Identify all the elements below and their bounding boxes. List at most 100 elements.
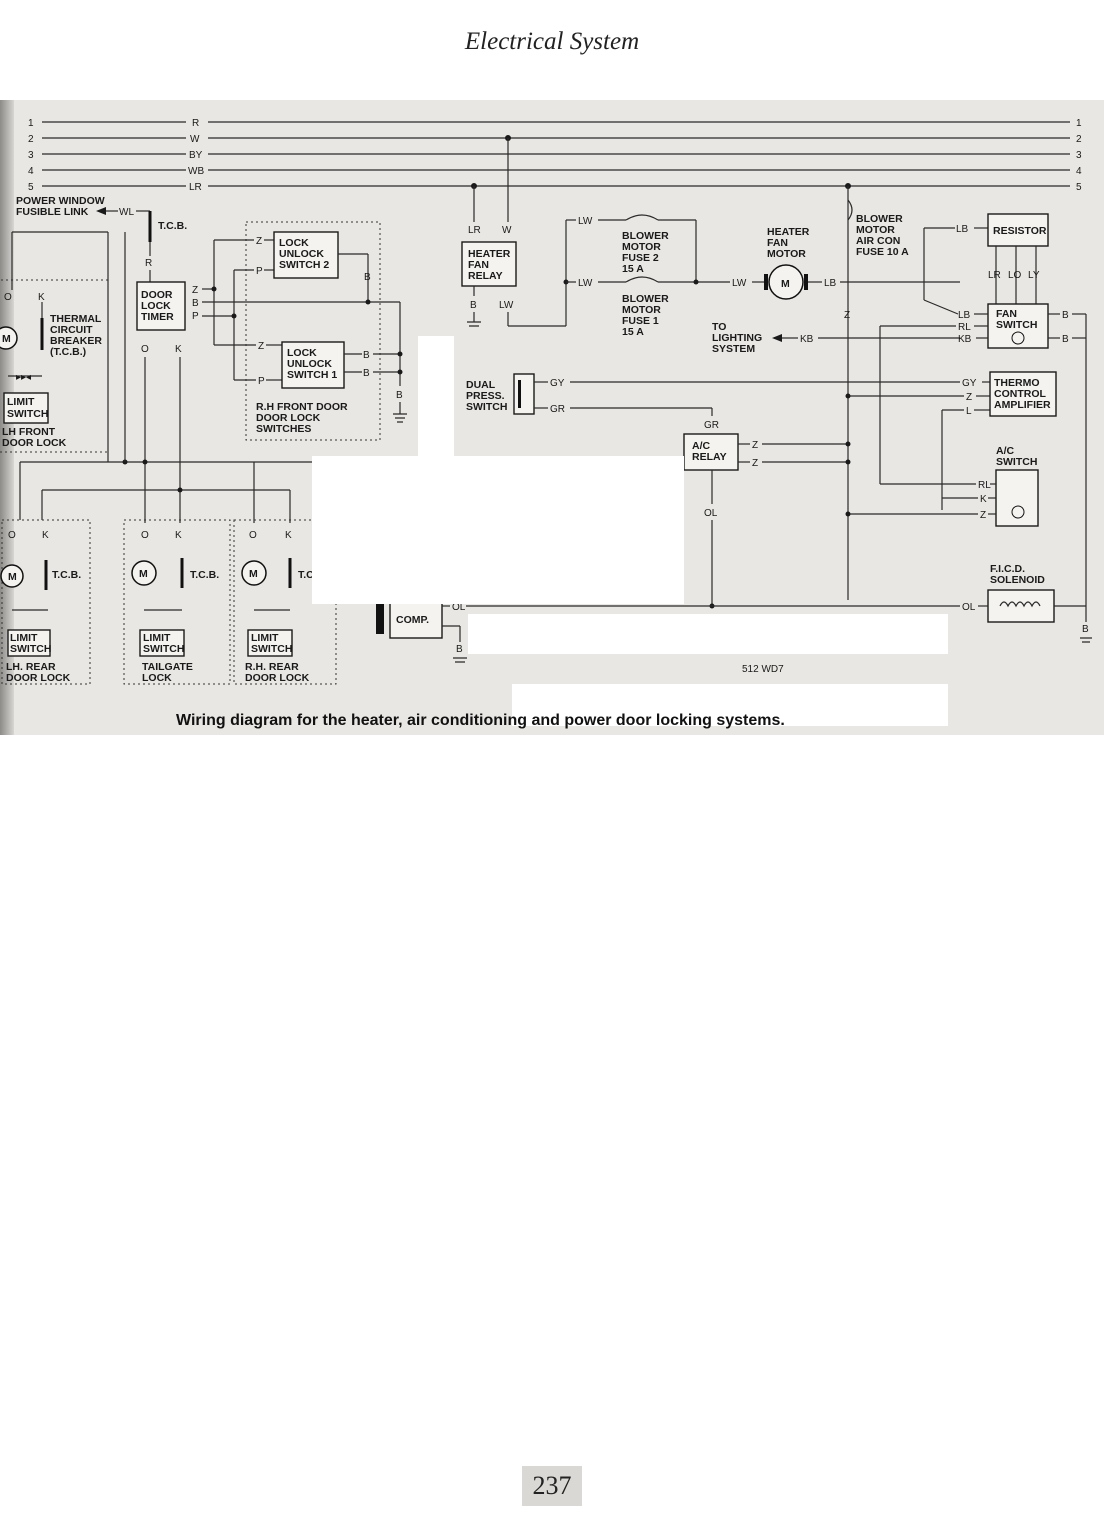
aircon-group: BLOWER MOTOR AIR CON FUSE 10 A Z LB RESI… bbox=[844, 186, 1092, 643]
wire-code-o: O bbox=[141, 344, 149, 355]
scan-mask bbox=[468, 614, 948, 654]
dual-pressure-switch bbox=[513, 373, 535, 415]
bus-code-1: R bbox=[192, 118, 199, 129]
wire-code-b: B bbox=[396, 390, 403, 401]
lock-unlock-switch-2 bbox=[273, 231, 339, 279]
compressor-group: COMP. OL B F.I.C.D. SOLENOID OL 512 WD7 bbox=[376, 563, 1086, 675]
wire-code-z: Z bbox=[258, 341, 264, 352]
lighting-line-1: TO bbox=[712, 321, 726, 333]
thermo-amp-line-2: CONTROL bbox=[994, 388, 1046, 400]
lh-front-door-lock-group: O K THERMAL CIRCUIT BREAKER (T.C.B.) M ▸… bbox=[0, 231, 109, 462]
resistor bbox=[987, 213, 1049, 247]
bus-label-gap bbox=[186, 117, 208, 191]
wire-code-lr: LR bbox=[468, 225, 481, 236]
limit-switch-tailgate bbox=[139, 629, 185, 657]
bus-code-4: WB bbox=[188, 166, 204, 177]
wire-code-b: B bbox=[1062, 310, 1069, 321]
ac-relay-line-2: RELAY bbox=[692, 451, 727, 463]
wire-code-b: B bbox=[364, 272, 371, 283]
wire-code-b: B bbox=[192, 298, 199, 309]
dual-press-line-1: DUAL bbox=[466, 379, 496, 391]
lighting-line-3: SYSTEM bbox=[712, 343, 755, 355]
bus-number-right-1: 1 bbox=[1076, 118, 1082, 129]
knob-icon bbox=[1011, 331, 1025, 345]
heater-fan-motor-line-1: HEATER bbox=[767, 226, 810, 238]
ac-switch-line-1: A/C bbox=[996, 445, 1015, 457]
wire-code-k: K bbox=[42, 530, 49, 541]
wire-code-lb: LB bbox=[958, 310, 971, 321]
ground-icon bbox=[453, 657, 467, 663]
lh-front-label-1: LH FRONT bbox=[2, 426, 56, 438]
figure-caption: Wiring diagram for the heater, air condi… bbox=[176, 712, 785, 729]
wire-code-l: L bbox=[966, 406, 972, 417]
motor-label: M bbox=[781, 278, 790, 290]
lh-rear-label-1: LH. REAR bbox=[6, 661, 56, 673]
bus-code-5: LR bbox=[189, 182, 202, 193]
heater-fan-motor-line-3: MOTOR bbox=[767, 248, 806, 260]
wire-code-z: Z bbox=[980, 510, 986, 521]
scan-mask bbox=[512, 684, 948, 726]
wire-code-lw: LW bbox=[732, 278, 747, 289]
rh-front-group-line-1: R.H FRONT DOOR bbox=[256, 401, 348, 413]
fusible-link-label-1: POWER WINDOW bbox=[16, 195, 105, 207]
switch1-line-1: LOCK bbox=[287, 347, 317, 359]
figure-code: 512 WD7 bbox=[742, 664, 784, 675]
bus-number-right-5: 5 bbox=[1076, 182, 1082, 193]
ficd-solenoid bbox=[987, 589, 1055, 623]
scan-mask bbox=[312, 456, 684, 604]
blower-fuse2-line-3: FUSE 2 bbox=[622, 252, 659, 264]
wire-code-z: Z bbox=[192, 285, 198, 296]
wire-code-lb: LB bbox=[956, 224, 969, 235]
limit-switch-label-2: SWITCH bbox=[10, 643, 51, 655]
bus-number-left-1: 1 bbox=[28, 118, 34, 129]
wire-code-b: B bbox=[1082, 624, 1089, 635]
blower-fuse1-line-4: 15 A bbox=[622, 326, 644, 338]
aircon-fuse-line-1: BLOWER bbox=[856, 213, 903, 225]
tcb-label-main: T.C.B. bbox=[158, 220, 187, 232]
wire-code-ol: OL bbox=[704, 508, 718, 519]
door-lock-timer bbox=[136, 281, 186, 331]
motor-label: M bbox=[2, 333, 11, 345]
limit-switch-label-1: LIMIT bbox=[143, 632, 171, 644]
thermal-breaker-line-4: (T.C.B.) bbox=[50, 346, 86, 358]
motor-label: M bbox=[8, 571, 17, 583]
bus-number-left-2: 2 bbox=[28, 134, 34, 145]
ficd-line-1: F.I.C.D. bbox=[990, 563, 1025, 575]
wire-code-rl: RL bbox=[958, 322, 971, 333]
wire-code-gr: GR bbox=[704, 420, 719, 431]
bus-number-left-5: 5 bbox=[28, 182, 34, 193]
pressure-thermo-group: DUAL PRESS. SWITCH GY GR GY Z L THERMO C… bbox=[466, 371, 1057, 510]
limit-switch-label-1: LIMIT bbox=[251, 632, 279, 644]
wire-code-r: R bbox=[145, 258, 152, 269]
blower-fuse2-line-2: MOTOR bbox=[622, 241, 661, 253]
motor-label: M bbox=[249, 568, 258, 580]
ac-relay bbox=[683, 433, 739, 471]
rh-rear-label-2: DOOR LOCK bbox=[245, 672, 310, 684]
rh-front-group-line-3: SWITCHES bbox=[256, 423, 311, 435]
fan-switch-line-2: SWITCH bbox=[996, 319, 1037, 331]
heater-fan-relay-line-3: RELAY bbox=[468, 270, 503, 282]
switch1-line-2: UNLOCK bbox=[287, 358, 332, 370]
limit-switch-rh-rear bbox=[247, 629, 293, 657]
wire-code-o: O bbox=[141, 530, 149, 541]
rh-front-group-line-2: DOOR LOCK bbox=[256, 412, 321, 424]
ac-relay-line-1: A/C bbox=[692, 440, 711, 452]
bus-code-2: W bbox=[190, 134, 200, 145]
thermal-breaker-line-1: THERMAL bbox=[50, 313, 102, 325]
resistor-tap-lr: LR bbox=[988, 270, 1001, 281]
blower-fuse1-line-1: BLOWER bbox=[622, 293, 669, 305]
resistor-label: RESISTOR bbox=[993, 225, 1047, 237]
rear-locks-group: O K M T.C.B. LIMIT SWITCH LH. REAR DOOR … bbox=[0, 519, 337, 685]
resistor-tap-ly: LY bbox=[1028, 270, 1040, 281]
limit-switch-label-1: LIMIT bbox=[7, 396, 35, 408]
wire-code-wl: WL bbox=[119, 207, 134, 218]
limit-switch-label-1: LIMIT bbox=[10, 632, 38, 644]
tcb-label-tailgate: T.C.B. bbox=[190, 569, 219, 581]
bus-code-3: BY bbox=[189, 150, 203, 161]
wire-code-z: Z bbox=[844, 310, 850, 321]
limit-switch-label-2: SWITCH bbox=[251, 643, 292, 655]
arrow-left-icon bbox=[96, 207, 106, 215]
rh-front-door-switches-group: Z P LOCK UNLOCK SWITCH 2 B Z P LOCK UNLO… bbox=[214, 221, 407, 441]
heater-fan-relay-line-2: FAN bbox=[468, 259, 489, 271]
dual-press-line-2: PRESS. bbox=[466, 390, 505, 402]
